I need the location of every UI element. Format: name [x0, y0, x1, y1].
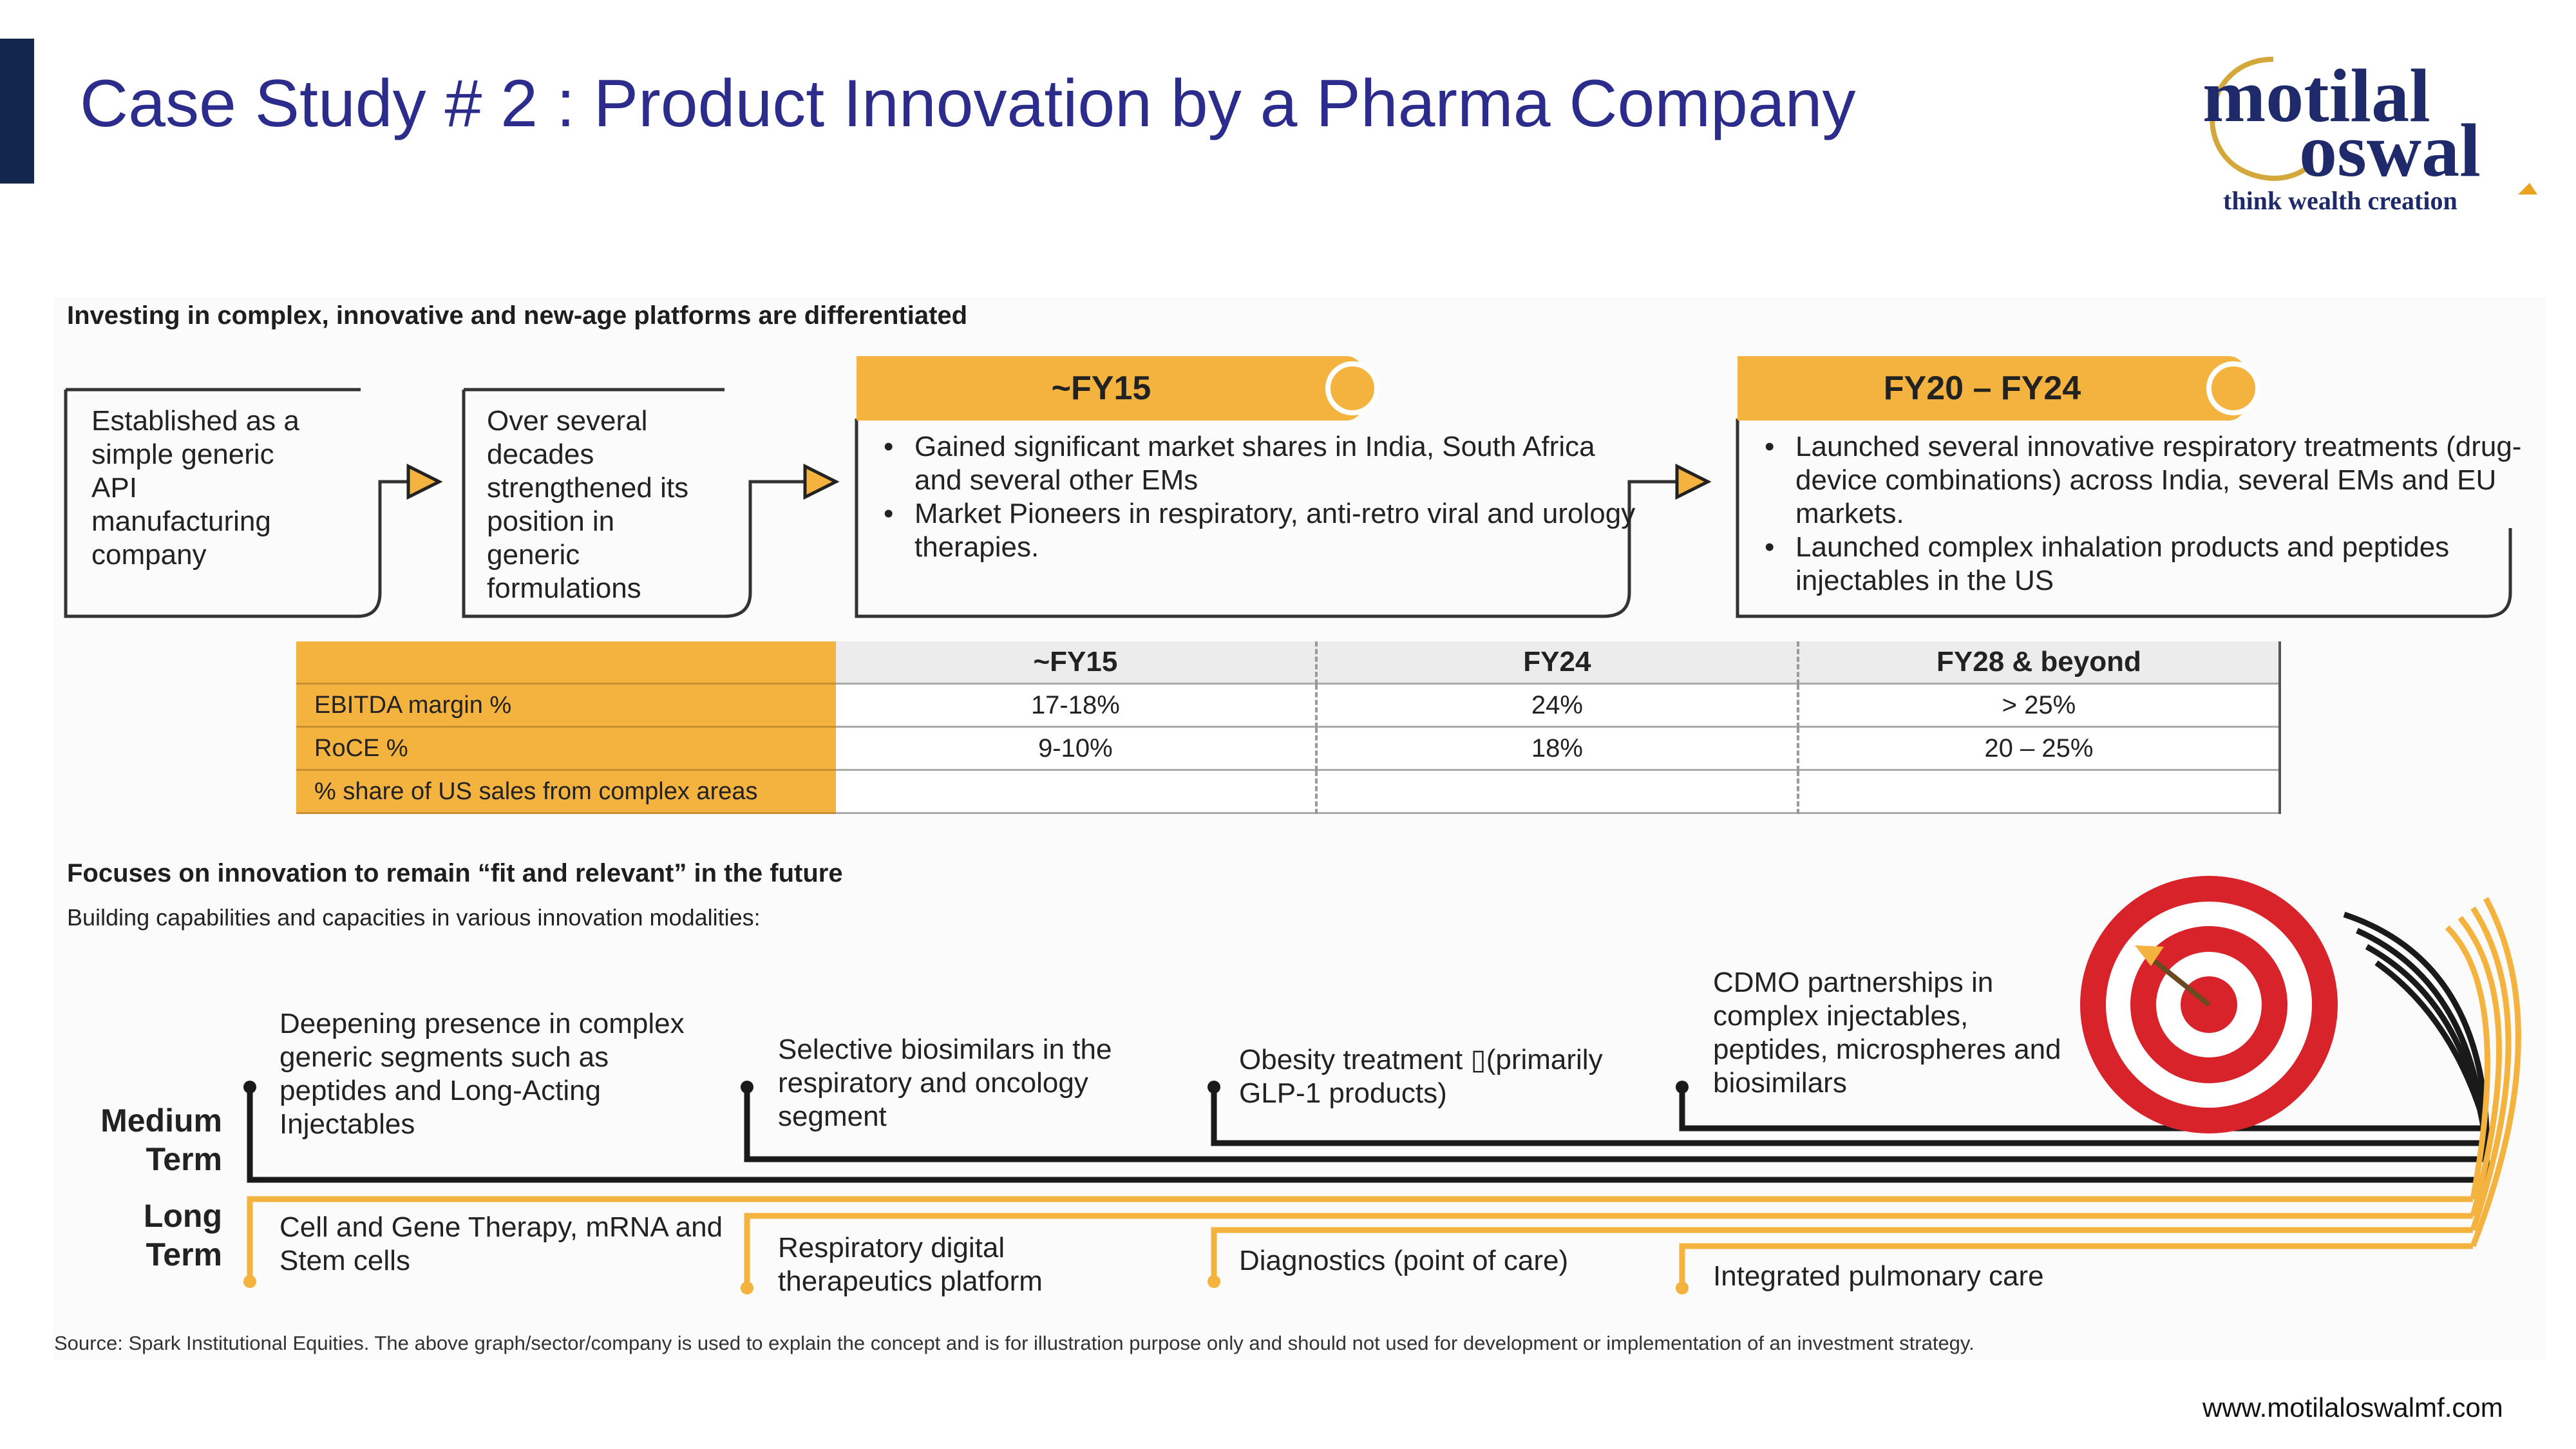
- fy20-fy24-bullet: Launched several innovative respiratory …: [1765, 430, 2523, 531]
- growth-line: formulations: [487, 573, 641, 604]
- long-term-label-line: Long: [143, 1198, 222, 1234]
- growth-line: decades: [487, 439, 594, 470]
- fy20-fy24-header: FY20 – FY24: [1883, 370, 2081, 407]
- medium-term-item: CDMO partnerships in complex injectables…: [1713, 967, 2061, 1099]
- section2-heading: Focuses on innovation to remain “fit and…: [67, 859, 843, 887]
- logo-swirl-icon: [2210, 57, 2537, 194]
- kpi-cell: [835, 770, 1318, 814]
- growth-line: generic: [487, 539, 580, 571]
- long-term-item: Diagnostics (point of care): [1239, 1245, 1569, 1276]
- kpi-cell: [1316, 770, 1799, 814]
- medium-term-label: Medium Term: [64, 1101, 222, 1179]
- fy20-fy24-bullets: Launched several innovative respiratory …: [1765, 430, 2523, 598]
- kpi-col-header: FY24: [1316, 641, 1799, 685]
- growth-line: strengthened its: [487, 472, 689, 504]
- kpi-corner: [296, 641, 836, 685]
- origin-line: API: [91, 472, 137, 504]
- kpi-row: % share of US sales from complex areas: [296, 770, 2282, 814]
- source-note: Source: Spark Institutional Equities. Th…: [54, 1332, 1975, 1354]
- growth-line: Over several: [487, 405, 648, 437]
- kpi-row: RoCE % 9-10% 18% 20 – 25%: [296, 726, 2282, 771]
- growth-line: position in: [487, 506, 615, 537]
- growth-box: Over several decades strengthened its po…: [487, 404, 757, 605]
- kpi-col-header: ~FY15: [835, 641, 1318, 685]
- long-term-item: Cell and Gene Therapy, mRNA and Stem cel…: [279, 1211, 723, 1276]
- origin-line: Established as a: [91, 405, 299, 437]
- long-term-label-line: Term: [146, 1236, 222, 1273]
- section1-heading: Investing in complex, innovative and new…: [67, 301, 968, 330]
- kpi-cell: 9-10%: [835, 726, 1318, 771]
- kpi-cell: > 25%: [1797, 683, 2282, 728]
- kpi-table: ~FY15 FY24 FY28 & beyond EBITDA margin %…: [296, 641, 2282, 814]
- kpi-row-label: EBITDA margin %: [296, 683, 836, 728]
- medium-term-item: Deepening presence in complex generic se…: [279, 1008, 685, 1140]
- fy15-header: ~FY15: [1051, 370, 1151, 407]
- logo-tagline: think wealth creation: [2223, 186, 2458, 215]
- kpi-row-label: % share of US sales from complex areas: [296, 770, 836, 814]
- medium-term-item: Obesity treatment ▯(primarily GLP-1 prod…: [1239, 1044, 1603, 1109]
- origin-line: simple generic: [91, 439, 274, 470]
- medium-term-label-line: Term: [146, 1141, 222, 1177]
- website-url[interactable]: www.motilaloswalmf.com: [2202, 1392, 2503, 1423]
- kpi-row-label: RoCE %: [296, 726, 836, 771]
- kpi-cell: 24%: [1316, 683, 1799, 728]
- origin-box: Established as a simple generic API manu…: [91, 404, 362, 572]
- fy15-bullets: Gained significant market shares in Indi…: [884, 430, 1636, 564]
- fy20-fy24-bullet: Launched complex inhalation products and…: [1765, 531, 2523, 598]
- origin-line: company: [91, 539, 207, 571]
- section2-subheading: Building capabilities and capacities in …: [67, 904, 761, 931]
- logo-wordmark-line2: oswal: [2299, 108, 2481, 193]
- kpi-cell: 18%: [1316, 726, 1799, 771]
- kpi-header-row: ~FY15 FY24 FY28 & beyond: [296, 641, 2282, 685]
- fy15-bullet: Market Pioneers in respiratory, anti-ret…: [884, 497, 1636, 564]
- kpi-cell: 17-18%: [835, 683, 1318, 728]
- medium-term-label-line: Medium: [100, 1103, 222, 1139]
- page-title: Case Study # 2 : Product Innovation by a…: [80, 66, 1856, 141]
- kpi-col-header: FY28 & beyond: [1797, 641, 2282, 685]
- logo-wordmark-line1: motilal: [2202, 53, 2430, 138]
- long-term-item: Integrated pulmonary care: [1713, 1260, 2044, 1292]
- fy15-bullet: Gained significant market shares in Indi…: [884, 430, 1636, 497]
- long-term-label: Long Term: [64, 1197, 222, 1274]
- kpi-cell: 20 – 25%: [1797, 726, 2282, 771]
- kpi-row: EBITDA margin % 17-18% 24% > 25%: [296, 683, 2282, 728]
- kpi-cell: [1797, 770, 2282, 814]
- medium-term-item: Selective biosimilars in the respiratory…: [778, 1034, 1112, 1132]
- origin-line: manufacturing: [91, 506, 271, 537]
- brand-logo: [2177, 40, 2550, 220]
- header-accent-bar: [0, 39, 34, 184]
- target-icon: [2080, 876, 2338, 1133]
- long-term-item: Respiratory digital therapeutics platfor…: [778, 1232, 1043, 1297]
